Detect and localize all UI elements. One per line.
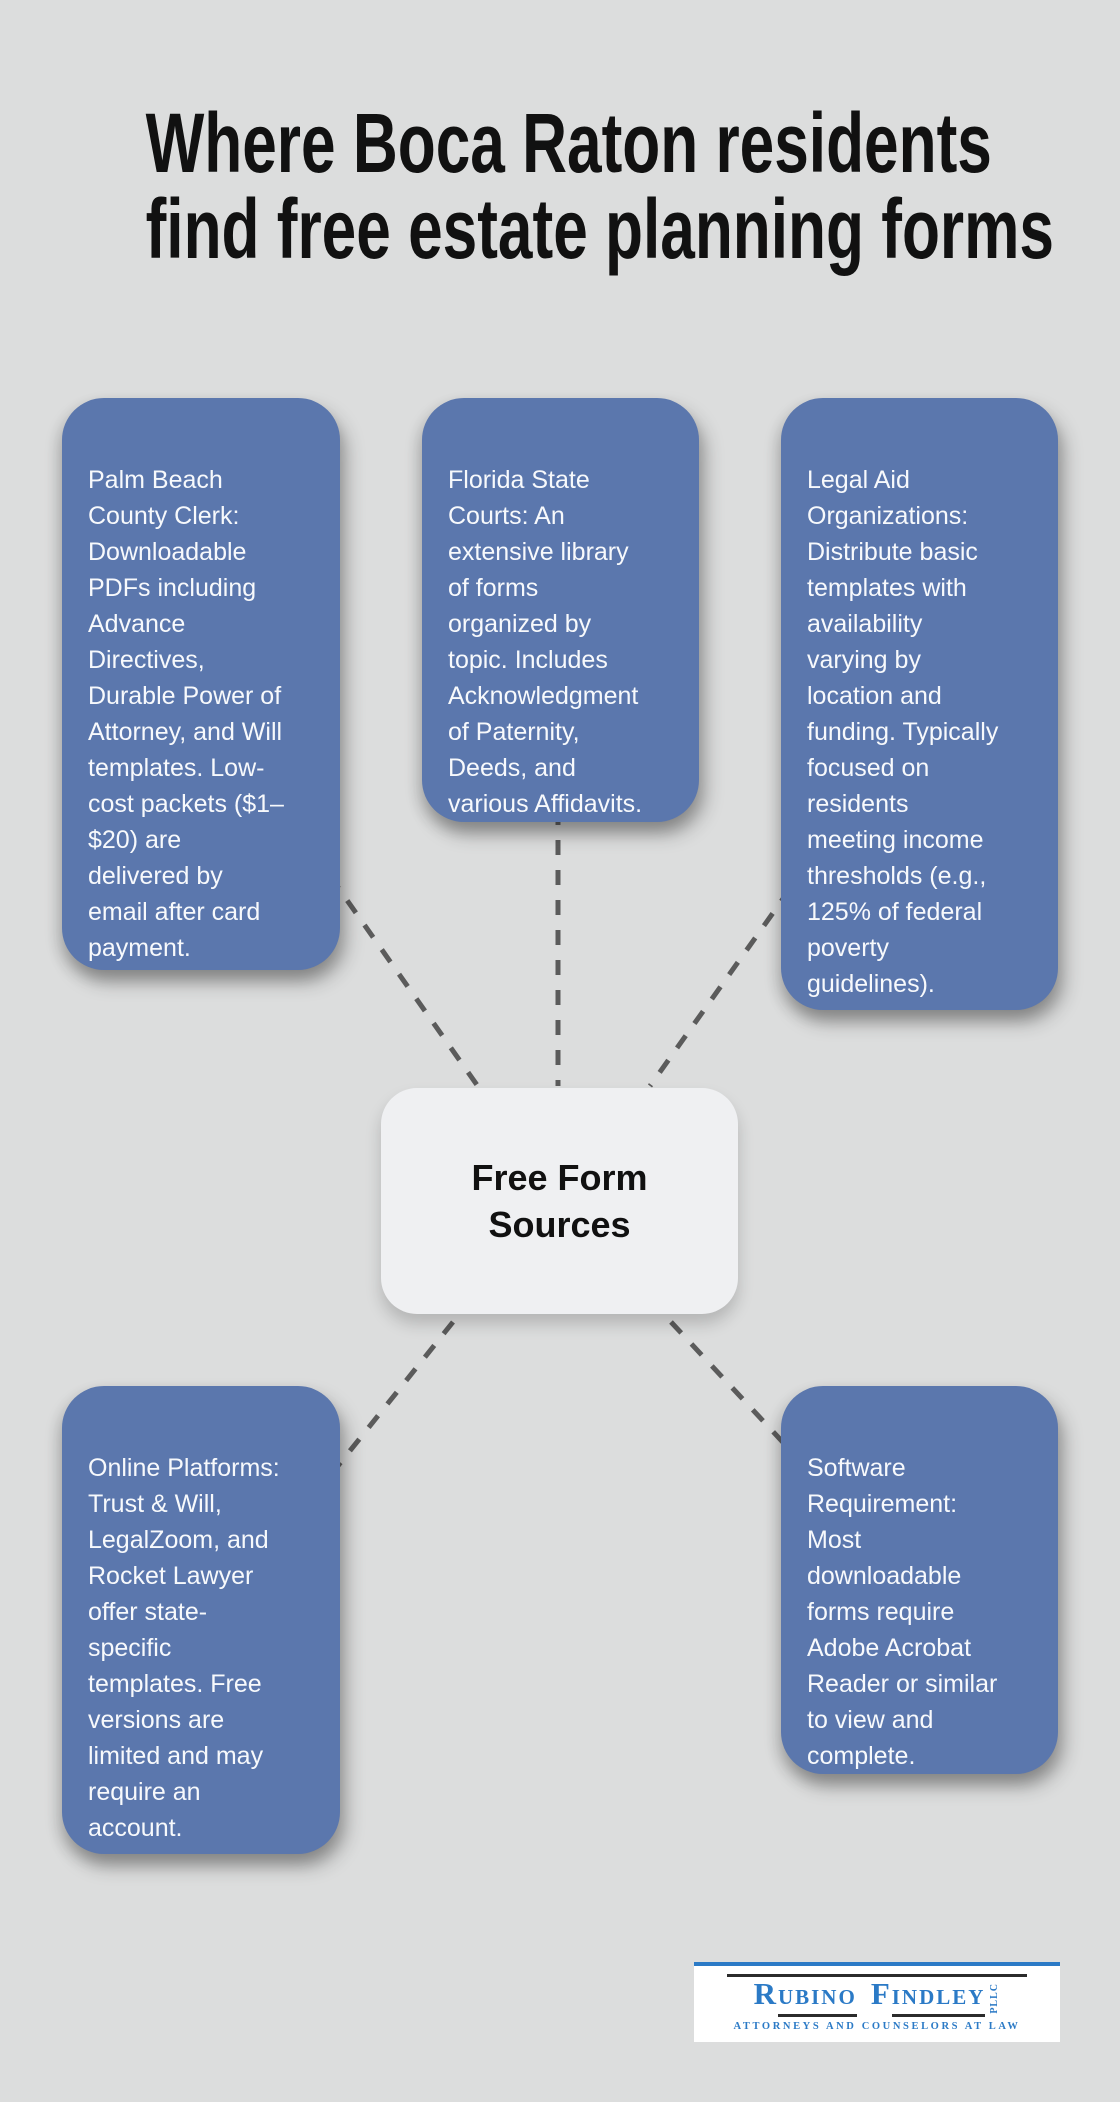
node-text: Florida State Courts: An extensive libra… bbox=[448, 466, 643, 818]
node-text: Software Requirement: Most downloadable … bbox=[807, 1454, 998, 1770]
logo-tagline: ATTORNEYS AND COUNSELORS AT LAW bbox=[733, 2021, 1021, 2032]
center-node-label: Free Form Sources bbox=[471, 1157, 648, 1245]
node-florida-state-courts: Florida State Courts: An extensive libra… bbox=[422, 398, 699, 822]
node-software-requirement: Software Requirement: Most downloadable … bbox=[781, 1386, 1058, 1774]
node-online-platforms: Online Platforms: Trust & Will, LegalZoo… bbox=[62, 1386, 340, 1854]
node-text: Palm Beach County Clerk: Downloadable PD… bbox=[88, 466, 284, 962]
node-text: Legal Aid Organizations: Distribute basi… bbox=[807, 466, 999, 998]
page-title-line-1: Where Boca Raton residents bbox=[145, 96, 992, 190]
logo-initial: R bbox=[753, 1976, 778, 2011]
logo-suffix-pllc: PLLC bbox=[989, 1982, 1001, 2014]
node-palm-beach-county-clerk: Palm Beach County Clerk: Downloadable PD… bbox=[62, 398, 340, 970]
page-title: Where Boca Raton residents find free est… bbox=[145, 96, 1054, 276]
logo-top-rule bbox=[727, 1974, 1027, 1977]
logo-word-rest: UBINO bbox=[777, 1982, 857, 2017]
center-node-free-form-sources: Free Form Sources bbox=[381, 1088, 738, 1314]
logo-initial: F bbox=[870, 1976, 892, 2011]
node-legal-aid-organizations: Legal Aid Organizations: Distribute basi… bbox=[781, 398, 1058, 1010]
connector-palm-beach-county-clerk bbox=[327, 874, 480, 1087]
connector-legal-aid-organizations bbox=[647, 887, 793, 1088]
page-title-line-2: find free estate planning forms bbox=[145, 182, 1054, 276]
logo-word-rest: INDLEY bbox=[891, 1982, 986, 2017]
connector-online-platforms bbox=[331, 1320, 455, 1474]
connector-software-requirement bbox=[669, 1320, 794, 1454]
node-text: Online Platforms: Trust & Will, LegalZoo… bbox=[88, 1454, 280, 1842]
